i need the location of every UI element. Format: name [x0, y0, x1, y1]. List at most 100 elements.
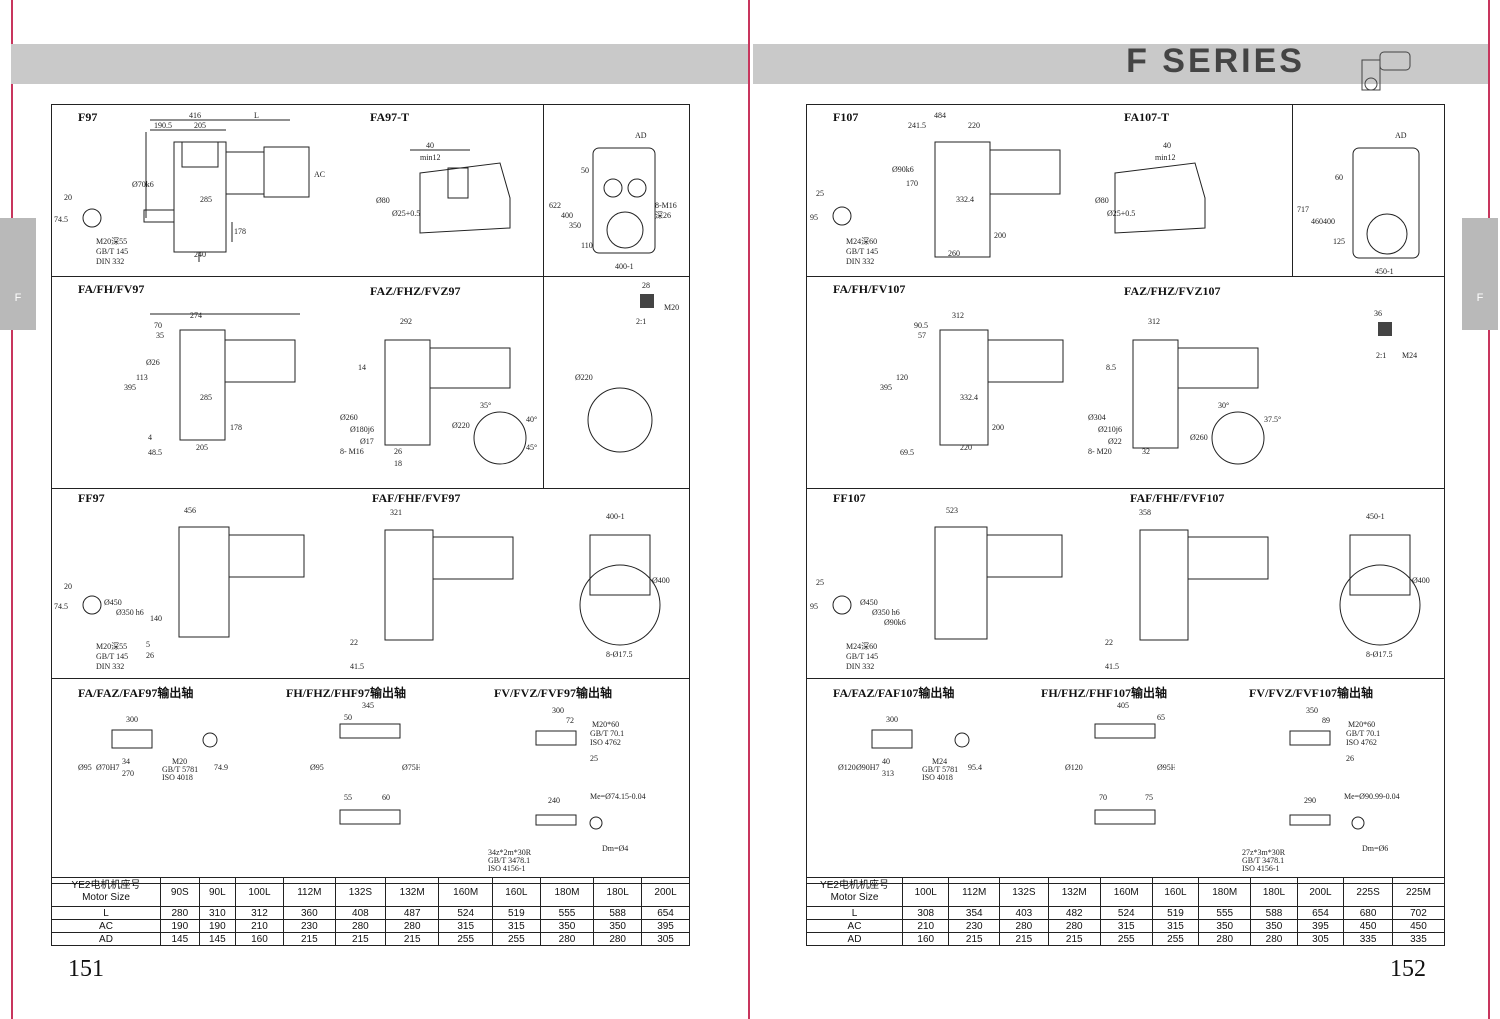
svg-text:34z*2m*30R: 34z*2m*30R — [488, 848, 532, 857]
svg-text:400-1: 400-1 — [615, 262, 634, 271]
svg-text:Ø22: Ø22 — [1108, 437, 1122, 446]
svg-text:GB/T 3478.1: GB/T 3478.1 — [1242, 856, 1284, 865]
svg-text:40°: 40° — [526, 415, 537, 424]
header-band — [11, 44, 748, 84]
svg-text:AD: AD — [635, 131, 647, 140]
svg-text:300: 300 — [552, 706, 564, 715]
svg-text:241.5: 241.5 — [908, 121, 926, 130]
svg-text:35: 35 — [156, 331, 164, 340]
svg-text:AC: AC — [314, 170, 325, 179]
svg-text:332.4: 332.4 — [960, 393, 978, 402]
svg-text:Ø450: Ø450 — [860, 598, 878, 607]
gear-motor-drawing: 484 241.5 220 Ø90k6 170 332.4 200 260 25… — [810, 112, 1061, 266]
page-number: 151 — [68, 956, 104, 982]
section-label: FAF/FHF/FVF97 — [372, 491, 461, 505]
svg-text:Me=Ø74.15-0.04: Me=Ø74.15-0.04 — [590, 792, 646, 801]
gear-motor-drawing: 312 8.5 Ø304 Ø210j6 Ø22 8- M20 32 Ø260 3… — [1088, 317, 1281, 465]
output-shaft-drawing: 300 Ø120 Ø90H7 40 313 M24 GB/T 5781 ISO … — [838, 715, 982, 782]
svg-text:30°: 30° — [1218, 401, 1229, 410]
svg-text:Ø350 h6: Ø350 h6 — [116, 608, 144, 617]
svg-text:75: 75 — [1145, 793, 1153, 802]
svg-text:DIN 332: DIN 332 — [96, 662, 124, 671]
svg-text:Ø25+0.5: Ø25+0.5 — [1107, 209, 1135, 218]
svg-text:Ø220: Ø220 — [575, 373, 593, 382]
hollow-shaft-drawing: 40 min12 Ø80 Ø25+0.5 — [1095, 141, 1206, 234]
svg-text:Ø260: Ø260 — [1190, 433, 1208, 442]
gear-motor-icon — [1361, 51, 1411, 91]
svg-text:28: 28 — [642, 281, 650, 290]
gear-motor-drawing: 292 14 Ø260 Ø180j6 Ø17 8- M16 26 18 Ø220… — [340, 317, 537, 468]
svg-text:45°: 45° — [526, 443, 537, 452]
section-label: FAZ/FHZ/FVZ97 — [370, 284, 461, 298]
svg-text:Ø400: Ø400 — [652, 576, 670, 585]
svg-text:2:1: 2:1 — [1376, 351, 1386, 360]
svg-text:ISO 4018: ISO 4018 — [922, 773, 953, 782]
svg-text:523: 523 — [946, 506, 958, 515]
svg-text:400-1: 400-1 — [606, 512, 625, 521]
svg-text:313: 313 — [882, 769, 894, 778]
svg-text:74.5: 74.5 — [54, 602, 68, 611]
svg-text:345: 345 — [362, 701, 374, 710]
flange-end-view: 400-1 Ø400 8-Ø17.5 — [579, 512, 670, 659]
svg-text:450-1: 450-1 — [1375, 267, 1394, 276]
svg-text:332.4: 332.4 — [956, 195, 974, 204]
svg-text:Ø220: Ø220 — [452, 421, 470, 430]
svg-text:40: 40 — [426, 141, 434, 150]
svg-text:M20: M20 — [172, 757, 187, 766]
svg-text:M24: M24 — [932, 757, 947, 766]
hollow-shaft-drawing: 40 min12 Ø80 Ø25+0.5 — [376, 141, 511, 234]
section-label: FA107-T — [1124, 110, 1170, 124]
svg-text:170: 170 — [906, 179, 918, 188]
svg-text:ISO 4762: ISO 4762 — [590, 738, 621, 747]
svg-text:Ø17: Ø17 — [360, 437, 374, 446]
series-title: F SERIES — [1126, 42, 1305, 80]
svg-text:Dm=Ø4: Dm=Ø4 — [602, 844, 628, 853]
svg-text:25: 25 — [816, 189, 824, 198]
svg-text:395: 395 — [880, 383, 892, 392]
svg-text:27z*3m*30R: 27z*3m*30R — [1242, 848, 1286, 857]
svg-text:400: 400 — [561, 211, 573, 220]
section-label: FA/FAZ/FAF107输出轴 — [833, 686, 955, 700]
svg-text:274: 274 — [190, 311, 202, 320]
gear-motor-drawing: 456 20 74.5 Ø450 Ø350 h6 140 5 26 M20深55… — [54, 506, 305, 671]
output-shaft-drawing: 350 89 M20*60 GB/T 70.1 ISO 4762 26 290 … — [1242, 706, 1400, 873]
svg-text:20: 20 — [64, 582, 72, 591]
svg-text:Ø304: Ø304 — [1088, 413, 1106, 422]
section-label: F97 — [78, 110, 98, 124]
svg-text:220: 220 — [968, 121, 980, 130]
svg-text:AD: AD — [1395, 131, 1407, 140]
svg-text:ISO 4156-1: ISO 4156-1 — [488, 864, 526, 873]
svg-text:GB/T 5781: GB/T 5781 — [162, 765, 198, 774]
section-label: FV/FVZ/FVF107输出轴 — [1249, 686, 1373, 700]
svg-text:60: 60 — [382, 793, 390, 802]
svg-text:57: 57 — [918, 331, 926, 340]
svg-text:Me=Ø90.99-0.04: Me=Ø90.99-0.04 — [1344, 792, 1400, 801]
svg-text:22: 22 — [350, 638, 358, 647]
svg-text:GB/T 3478.1: GB/T 3478.1 — [488, 856, 530, 865]
output-shaft-drawing: 300 72 M20*60 GB/T 70.1 ISO 4762 25 240 … — [488, 706, 646, 873]
section-label: FV/FVZ/FVF97输出轴 — [494, 686, 612, 700]
svg-text:Ø26: Ø26 — [146, 358, 160, 367]
section-label: FH/FHZ/FHF107输出轴 — [1041, 686, 1167, 700]
svg-text:Ø80: Ø80 — [1095, 196, 1109, 205]
svg-text:Ø180j6: Ø180j6 — [350, 425, 374, 434]
svg-text:Ø120: Ø120 — [1065, 763, 1083, 772]
svg-text:Dm=Ø6: Dm=Ø6 — [1362, 844, 1388, 853]
svg-text:Ø95H7: Ø95H7 — [1157, 763, 1175, 772]
svg-text:ISO 4018: ISO 4018 — [162, 773, 193, 782]
section-label: FA97-T — [370, 110, 410, 124]
svg-text:GB/T 70.1: GB/T 70.1 — [590, 729, 624, 738]
svg-text:14: 14 — [358, 363, 366, 372]
svg-text:min12: min12 — [420, 153, 440, 162]
svg-text:M20: M20 — [664, 303, 679, 312]
svg-text:260: 260 — [948, 249, 960, 258]
svg-text:113: 113 — [136, 373, 148, 382]
svg-text:270: 270 — [122, 769, 134, 778]
svg-text:18: 18 — [394, 459, 402, 468]
svg-text:2:1: 2:1 — [636, 317, 646, 326]
